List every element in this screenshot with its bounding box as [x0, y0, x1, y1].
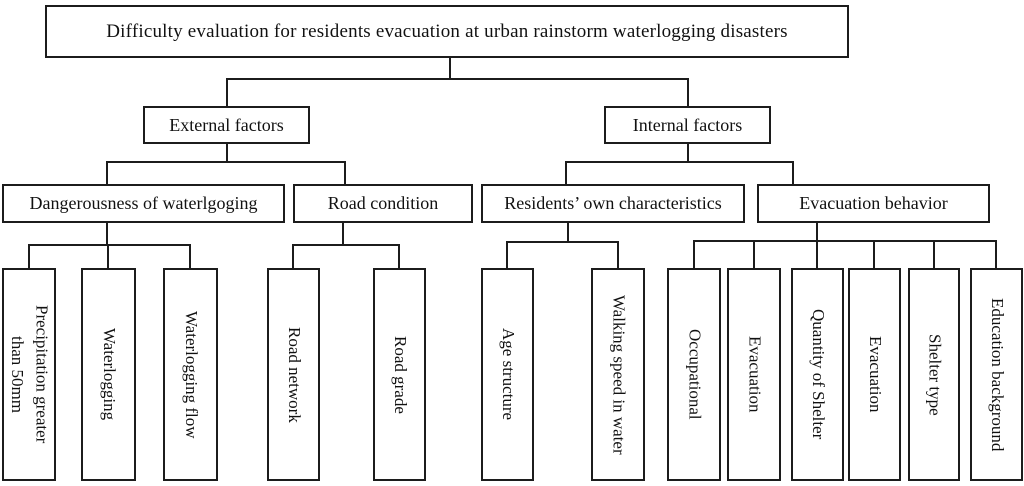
node-waterlogging-label: Waterlogging: [99, 328, 119, 421]
node-quantity-of-shelter-label: Quantity of Shelter: [808, 309, 828, 440]
connector-line: [344, 163, 346, 184]
connector-line: [449, 58, 451, 80]
connector-line: [342, 223, 344, 246]
connector-line: [693, 242, 695, 268]
connector-line: [292, 244, 400, 246]
connector-line: [873, 242, 875, 268]
connector-line: [226, 144, 228, 163]
node-residents-characteristics: Residents’ own characteristics: [481, 184, 745, 223]
connector-line: [617, 243, 619, 268]
node-waterlogging-flow: Waterlogging flow: [163, 268, 218, 481]
connector-line: [816, 223, 818, 241]
node-waterlogging: Waterlogging: [81, 268, 136, 481]
connector-line: [226, 80, 228, 106]
node-external-factors: External factors: [143, 106, 310, 144]
connector-line: [693, 240, 997, 242]
node-precipitation: Precipitation greater than 50mm: [2, 268, 56, 481]
node-education-background-label: Education background: [987, 297, 1007, 452]
connector-line: [567, 223, 569, 243]
node-occupational: Occupational: [667, 268, 721, 481]
connector-line: [189, 246, 191, 268]
connector-line: [933, 242, 935, 268]
connector-line: [792, 163, 794, 184]
node-age-structure: Age structure: [481, 268, 534, 481]
node-shelter-type-label: Shelter type: [925, 333, 945, 416]
connector-line: [506, 241, 619, 243]
node-walking-speed: Walking speed in water: [591, 268, 645, 481]
connector-line: [398, 246, 400, 268]
node-quantity-of-shelter: Quantity of Shelter: [791, 268, 844, 481]
connector-line: [28, 244, 191, 246]
node-evacuation-behavior: Evacuation behavior: [757, 184, 990, 223]
node-road-grade: Road grade: [373, 268, 426, 481]
connector-line: [107, 246, 109, 268]
connector-line: [106, 163, 108, 184]
node-education-background: Education background: [970, 268, 1023, 481]
node-occupational-label: Occupational: [685, 329, 705, 420]
node-waterlogging-flow-label: Waterlogging flow: [181, 310, 201, 439]
connector-line: [106, 161, 346, 163]
node-precipitation-label: Precipitation greater than 50mm: [8, 305, 52, 444]
node-evacuation-1: Evacuation: [727, 268, 781, 481]
connector-line: [292, 246, 294, 268]
node-road-grade-label: Road grade: [390, 335, 410, 414]
node-evacuation-2-label: Evacuation: [865, 336, 885, 413]
node-road-condition: Road condition: [293, 184, 473, 223]
node-evacuation-1-label: Evacuation: [745, 336, 765, 413]
connector-line: [506, 243, 508, 268]
node-shelter-type: Shelter type: [908, 268, 960, 481]
connector-line: [28, 246, 30, 268]
connector-line: [106, 223, 108, 246]
node-evacuation-2: Evacuation: [848, 268, 901, 481]
node-root: Difficulty evaluation for residents evac…: [45, 5, 849, 58]
connector-line: [565, 161, 794, 163]
connector-line: [687, 80, 689, 106]
connector-line: [565, 163, 567, 184]
connector-line: [753, 242, 755, 268]
node-age-structure-label: Age structure: [498, 328, 518, 421]
connector-line: [687, 144, 689, 163]
node-dangerousness: Dangerousness of waterlgoging: [2, 184, 285, 223]
node-road-network: Road network: [267, 268, 320, 481]
node-walking-speed-label: Walking speed in water: [609, 294, 629, 455]
node-internal-factors: Internal factors: [604, 106, 771, 144]
connector-line: [995, 242, 997, 268]
connector-line: [816, 242, 818, 268]
connector-line: [226, 78, 689, 80]
node-road-network-label: Road network: [284, 326, 304, 423]
